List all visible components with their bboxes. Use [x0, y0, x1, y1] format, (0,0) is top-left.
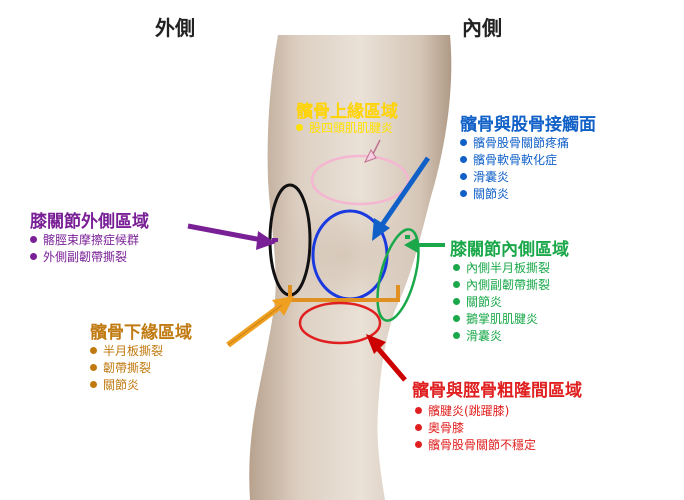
tibial-item: 髕骨股骨關節不穩定 — [415, 437, 536, 454]
bullet-icon — [460, 190, 467, 197]
patellofemoral-item: 髕骨軟骨軟化症 — [460, 152, 569, 169]
tibial-item-label: 髕骨股骨關節不穩定 — [428, 438, 537, 452]
bullet-icon — [453, 332, 460, 339]
bullet-icon — [453, 298, 460, 305]
lateral-item: 髂脛束摩擦症候群 — [30, 232, 139, 249]
bullet-icon — [90, 364, 97, 371]
tibial-arrow — [373, 343, 407, 382]
lateral-arrow-head — [256, 231, 276, 250]
patellofemoral-region-list: 髕骨股骨關節疼痛髕骨軟骨軟化症滑囊炎關節炎 — [460, 135, 569, 203]
superior-region-title: 髕骨上緣區域 — [296, 102, 398, 122]
bullet-icon — [453, 281, 460, 288]
tibial-region-outline — [298, 301, 382, 345]
tibial-region-title: 髕骨與脛骨粗隆間區域 — [412, 381, 582, 401]
medial-item-label: 內側半月板撕裂 — [466, 261, 551, 275]
knee-shading — [275, 195, 415, 315]
superior-item-label: 股四頭肌肌腱炎 — [309, 121, 394, 135]
bullet-icon — [460, 139, 467, 146]
lateral-arrow — [187, 223, 263, 243]
bullet-icon — [460, 156, 467, 163]
medial-item-label: 鵝掌肌肌腱炎 — [466, 312, 539, 326]
medial-item: 滑囊炎 — [453, 328, 550, 345]
bullet-icon — [296, 124, 303, 131]
medial-item: 內側副韌帶撕裂 — [453, 277, 550, 294]
patellofemoral-item: 滑囊炎 — [460, 169, 569, 186]
medial-item-label: 滑囊炎 — [466, 329, 503, 343]
inferior-region-list: 半月板撕裂韌帶撕裂關節炎 — [90, 343, 163, 394]
inferior-item-label: 韌帶撕裂 — [103, 361, 152, 375]
lateral-item: 外側副韌帶撕裂 — [30, 249, 139, 266]
medial-item-label: 關節炎 — [466, 295, 503, 309]
medial-side-heading: 內側 — [462, 16, 502, 40]
inferior-arrow-head — [272, 296, 294, 316]
inferior-item-label: 半月板撕裂 — [103, 344, 164, 358]
bullet-icon — [453, 315, 460, 322]
patellofemoral-region-title: 髕骨與股骨接觸面 — [460, 115, 596, 135]
lateral-item-label: 外側副韌帶撕裂 — [43, 250, 128, 264]
bullet-icon — [90, 381, 97, 388]
bullet-icon — [415, 424, 422, 431]
bullet-icon — [453, 264, 460, 271]
tibial-region-list: 髕腱炎(跳躍膝) 奧骨膝髕骨股骨關節不穩定 — [415, 403, 536, 454]
inferior-item: 關節炎 — [90, 377, 163, 394]
lateral-side-heading: 外側 — [155, 16, 195, 40]
medial-item: 鵝掌肌肌腱炎 — [453, 311, 550, 328]
tibial-arrow-head — [366, 334, 386, 354]
tibial-item: 髕腱炎(跳躍膝) — [415, 403, 536, 420]
medial-item: 關節炎 — [453, 294, 550, 311]
tibial-item-label: 髕腱炎(跳躍膝) — [428, 404, 510, 418]
patellofemoral-item: 關節炎 — [460, 186, 569, 203]
bullet-icon — [415, 441, 422, 448]
inferior-item-label: 關節炎 — [103, 378, 140, 392]
medial-region-title: 膝關節內側區域 — [450, 240, 569, 260]
bullet-icon — [415, 407, 422, 414]
patellofemoral-arrow — [379, 156, 431, 227]
bullet-icon — [460, 173, 467, 180]
bullet-icon — [90, 347, 97, 354]
medial-region-outline — [376, 228, 420, 322]
patellofemoral-item-label: 髕骨股骨關節疼痛 — [473, 136, 570, 150]
tibial-item-label: 奧骨膝 — [428, 421, 465, 435]
superior-region-list: 股四頭肌肌腱炎 — [296, 120, 393, 137]
medial-region-list: 內側半月板撕裂內側副韌帶撕裂關節炎鵝掌肌肌腱炎滑囊炎 — [453, 260, 550, 345]
superior-pointer-head — [363, 148, 377, 163]
patellofemoral-arrow-head — [372, 218, 390, 241]
bullet-icon — [30, 253, 37, 260]
superior-item: 股四頭肌肌腱炎 — [296, 120, 393, 137]
tibial-item: 奧骨膝 — [415, 420, 536, 437]
superior-region-outline — [310, 154, 410, 206]
patellofemoral-item-label: 關節炎 — [473, 187, 510, 201]
patellofemoral-item: 髕骨股骨關節疼痛 — [460, 135, 569, 152]
lateral-item-label: 髂脛束摩擦症候群 — [43, 233, 140, 247]
lateral-region-list: 髂脛束摩擦症候群外側副韌帶撕裂 — [30, 232, 139, 266]
inferior-region-bracket — [288, 285, 400, 302]
medial-arrow-head — [404, 237, 418, 253]
bullet-icon — [30, 236, 37, 243]
medial-item: 內側半月板撕裂 — [453, 260, 550, 277]
inferior-item: 韌帶撕裂 — [90, 360, 163, 377]
lateral-region-title: 膝關節外側區域 — [30, 212, 149, 232]
inferior-region-title: 髕骨下緣區域 — [90, 323, 192, 343]
patellofemoral-item-label: 滑囊炎 — [473, 170, 510, 184]
inferior-item: 半月板撕裂 — [90, 343, 163, 360]
patellofemoral-item-label: 髕骨軟骨軟化症 — [473, 153, 558, 167]
medial-item-label: 內側副韌帶撕裂 — [466, 278, 551, 292]
